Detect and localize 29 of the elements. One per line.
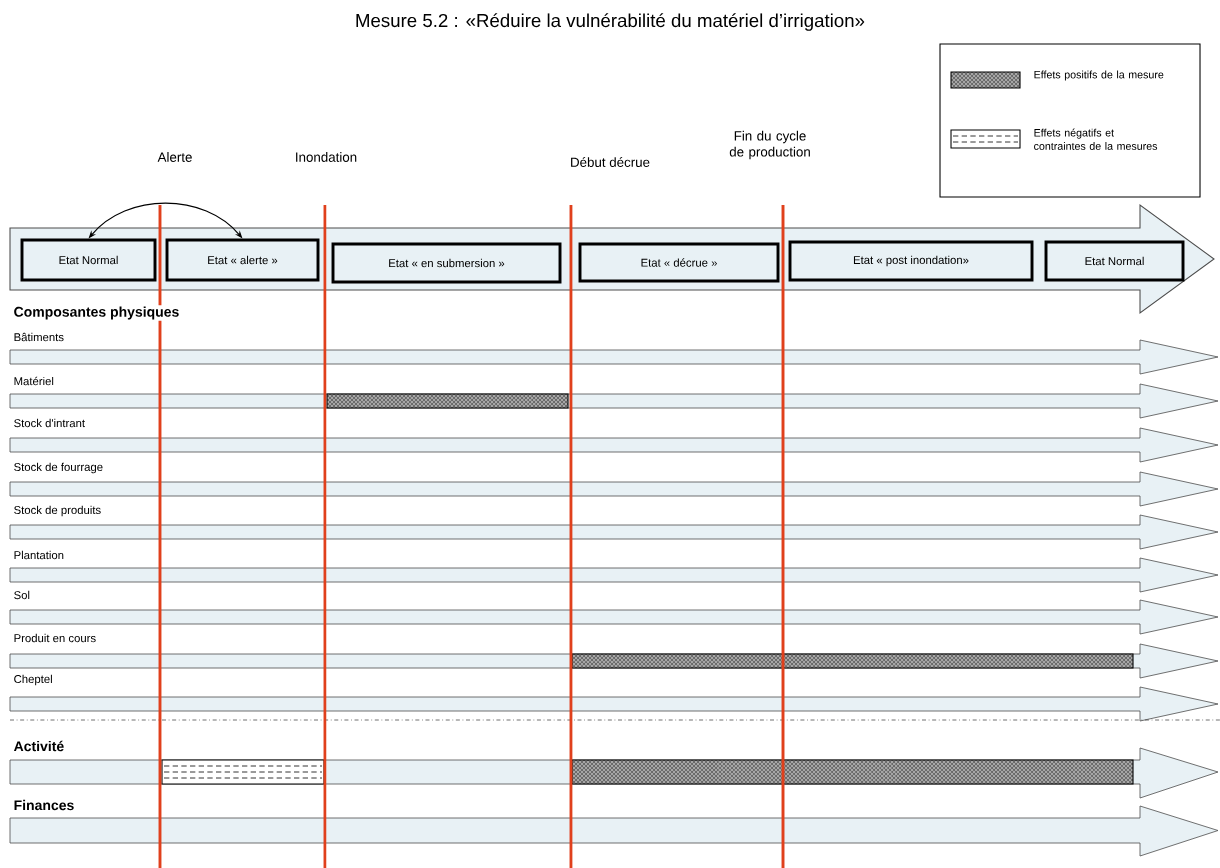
row-label: Cheptel — [14, 674, 52, 686]
section-heading: Finances — [12, 798, 76, 812]
row-label: Matériel — [14, 376, 54, 386]
row-label: Sol — [14, 590, 30, 600]
row-label: Plantation — [14, 550, 64, 560]
positive-effect-bar — [326, 393, 569, 409]
section-heading: Activité — [12, 739, 66, 753]
title: Mesure 5.2 : «Réduire la vulnérabilité du matériel d’irrigation» — [356, 13, 865, 31]
positive-effect-bar — [571, 653, 1134, 669]
state-box: Etat « en submersion » — [331, 242, 562, 284]
row-label: Stock d'intrant — [14, 418, 85, 428]
event-label: Inondation — [296, 152, 357, 162]
state-box: Etat « post inondation» — [788, 240, 1034, 282]
row-label: Bâtiments — [14, 332, 64, 342]
state-box: Etat Normal — [20, 238, 157, 282]
event-label: Début décrue — [571, 157, 650, 167]
state-box: Etat « alerte » — [165, 238, 320, 282]
event-label: Alerte — [157, 152, 192, 162]
legend-text: Effets négatifs et contraintes de la mesures — [1034, 128, 1158, 150]
event-label: Fin du cycle de production — [729, 130, 810, 160]
row-label: Stock de fourrage — [14, 462, 103, 474]
section-heading: Composantes physiques — [12, 305, 181, 321]
state-box: Etat Normal — [1044, 240, 1185, 282]
legend-text: Effets positifs de la mesure — [1034, 70, 1164, 81]
negative-effect-bar — [161, 759, 325, 785]
row-label: Produit en cours — [14, 633, 96, 643]
positive-effect-bar — [571, 759, 1134, 785]
row-label: Stock de produits — [14, 505, 101, 517]
state-box: Etat « décrue » — [578, 242, 780, 283]
